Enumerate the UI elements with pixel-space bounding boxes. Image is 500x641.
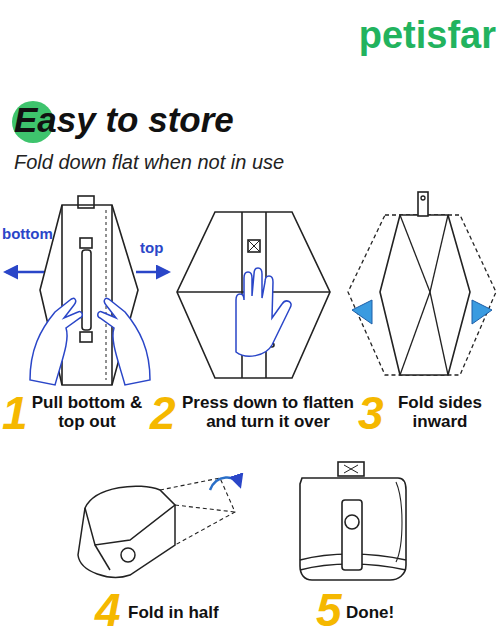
step-number: 3 <box>358 388 388 440</box>
step-number: 1 <box>2 388 32 440</box>
step-number: 5 <box>316 585 346 637</box>
pressing-hand <box>236 268 291 356</box>
hands <box>30 298 150 385</box>
subtitle: Fold down flat when not in use <box>14 151 494 173</box>
pull-arrows <box>6 271 168 274</box>
brand-name: petisfar <box>296 14 496 57</box>
step-text: Fold in half <box>128 603 278 622</box>
step2-flat-bag <box>177 212 330 378</box>
step-text: Press down to flatten and turn it over <box>176 393 360 431</box>
title: Easy to store <box>14 100 234 139</box>
step4-fold-half <box>78 478 235 577</box>
step5-folded-bag <box>300 462 406 580</box>
fold-arrows <box>352 300 492 324</box>
step3-fold <box>348 192 496 375</box>
step-text: Pull bottom & top out <box>24 393 150 431</box>
step-text: Fold sides inward <box>384 393 496 431</box>
step-text: Done! <box>346 603 466 622</box>
step-number: 4 <box>95 585 125 637</box>
direction-label: top <box>140 240 180 257</box>
direction-label: bottom <box>2 226 62 243</box>
fold-arrow <box>210 477 240 490</box>
step-number: 2 <box>150 388 180 440</box>
